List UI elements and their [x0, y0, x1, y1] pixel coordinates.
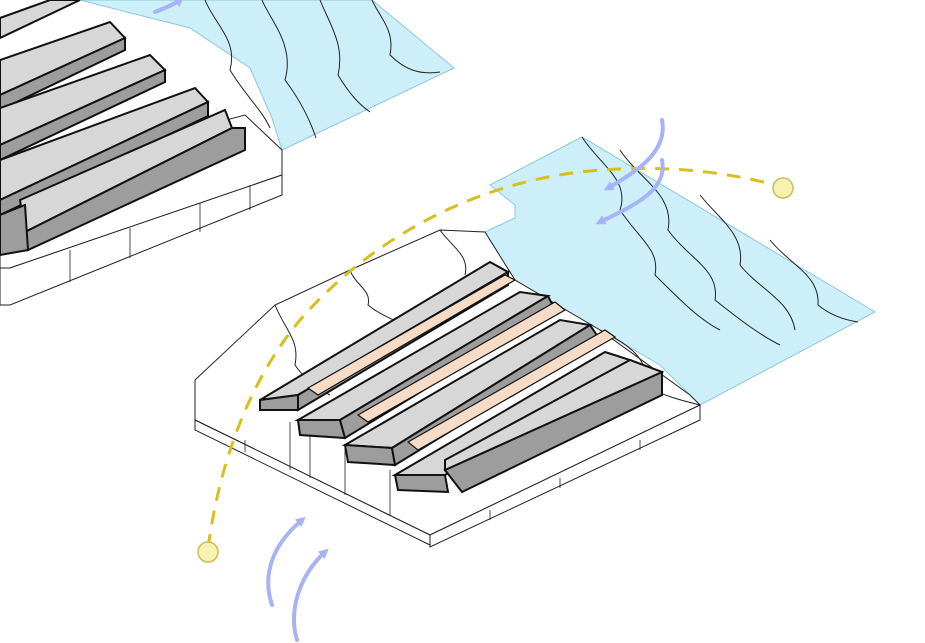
curved-arrow-icon — [294, 552, 325, 640]
sun-icon — [773, 178, 793, 198]
sun-icon — [198, 542, 218, 562]
